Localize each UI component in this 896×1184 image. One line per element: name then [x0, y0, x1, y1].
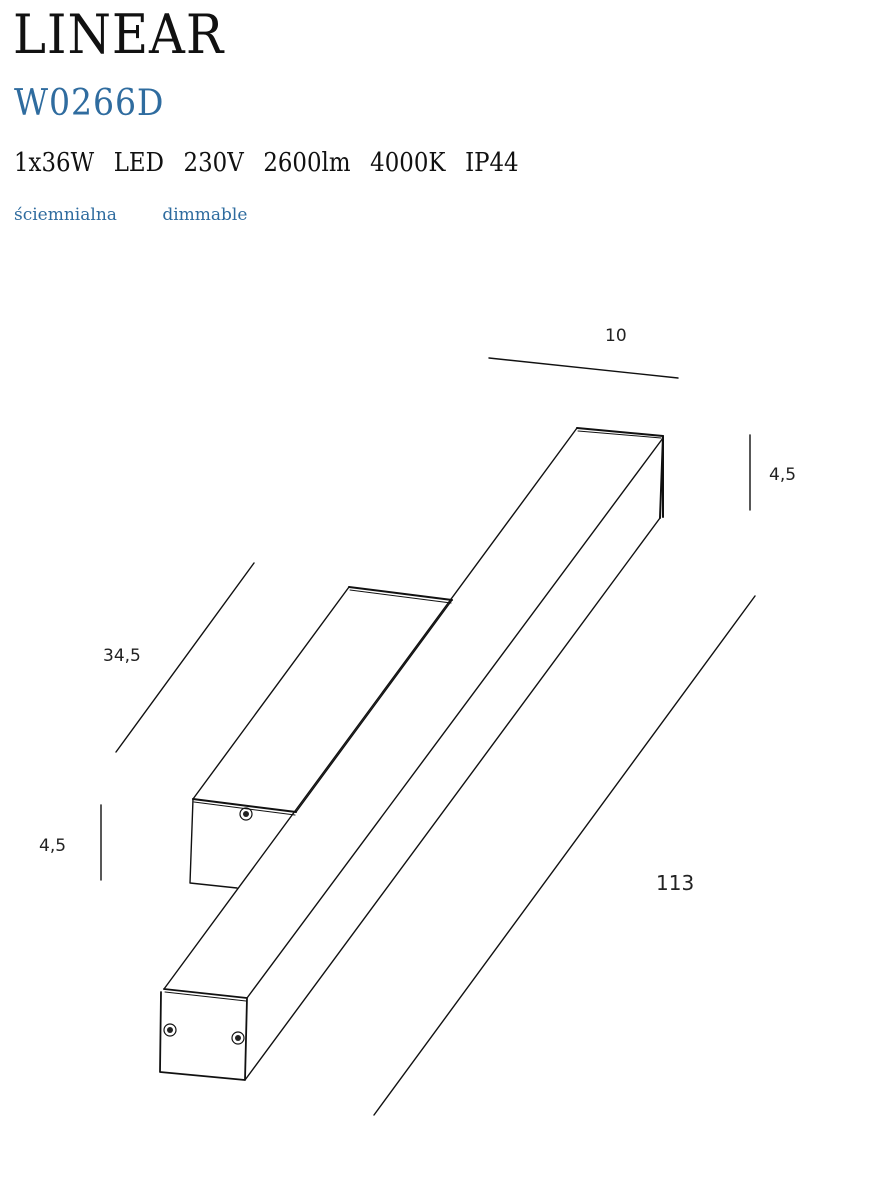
dim-line-total-length — [373, 595, 756, 1116]
feature-dimmable-en: dimmable — [162, 205, 248, 225]
dim-label-depth: 10 — [605, 326, 627, 346]
feature-dimmable-pl: ściemnialna — [14, 205, 117, 225]
screw-icon — [163, 1023, 177, 1037]
bar-edge-top-left — [163, 427, 578, 990]
spec-color-temp: 4000K — [370, 148, 446, 178]
spec-voltage: 230V — [183, 148, 244, 178]
bar-top-end — [576, 427, 664, 519]
wall-arm — [189, 586, 453, 889]
spec-ip-rating: IP44 — [465, 148, 519, 178]
bar-bottom-end-face — [159, 988, 248, 1081]
dim-label-height-right: 4,5 — [769, 465, 797, 485]
dim-line-arm-length — [115, 562, 255, 753]
dim-label-height-left: 4,5 — [39, 836, 67, 856]
bar-edge-top-right — [246, 437, 664, 999]
spec-source: LED — [113, 148, 164, 178]
feature-flags: ściemnialna dimmable — [14, 205, 287, 225]
product-name: LINEAR — [13, 3, 225, 66]
spec-power: 1x36W — [14, 148, 95, 178]
product-specs: 1x36W LED 230V 2600lm 4000K IP44 — [14, 150, 531, 176]
bar-edge-bottom-right — [244, 517, 661, 1081]
screw-icon — [239, 807, 253, 821]
dim-label-total-length: 113 — [656, 871, 695, 895]
dim-line-depth-top — [488, 357, 679, 379]
product-model-code: W0266D — [14, 83, 165, 124]
spec-lumens: 2600lm — [263, 148, 351, 178]
dim-label-arm-length: 34,5 — [103, 646, 141, 666]
screw-icon — [231, 1031, 245, 1045]
